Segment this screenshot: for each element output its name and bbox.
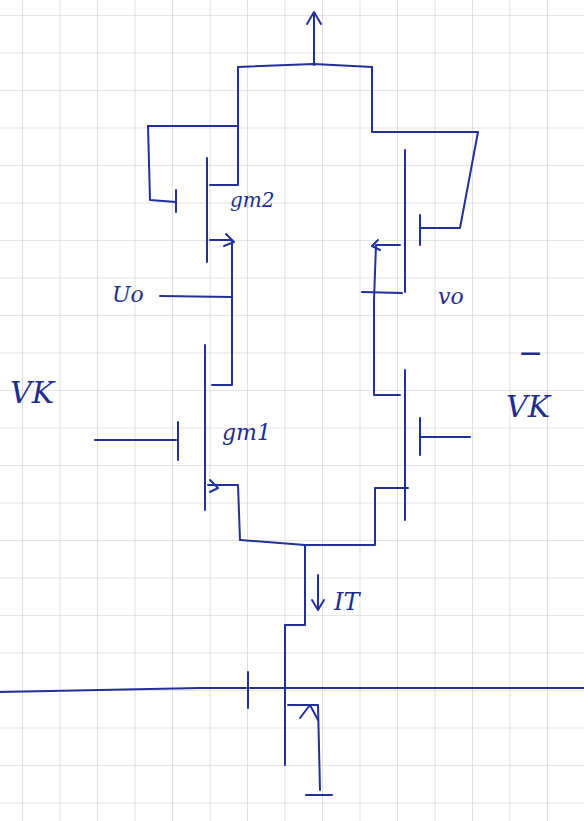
input-label: VK bbox=[10, 378, 54, 408]
current-label: IT bbox=[334, 590, 360, 614]
input-label: VK bbox=[506, 392, 550, 422]
sign-mark: − bbox=[518, 338, 543, 368]
node-label: Uo bbox=[112, 284, 144, 306]
transistor-label: gm1 bbox=[222, 422, 271, 444]
node-label: vo bbox=[438, 286, 464, 308]
transistor-label: gm2 bbox=[230, 190, 275, 210]
